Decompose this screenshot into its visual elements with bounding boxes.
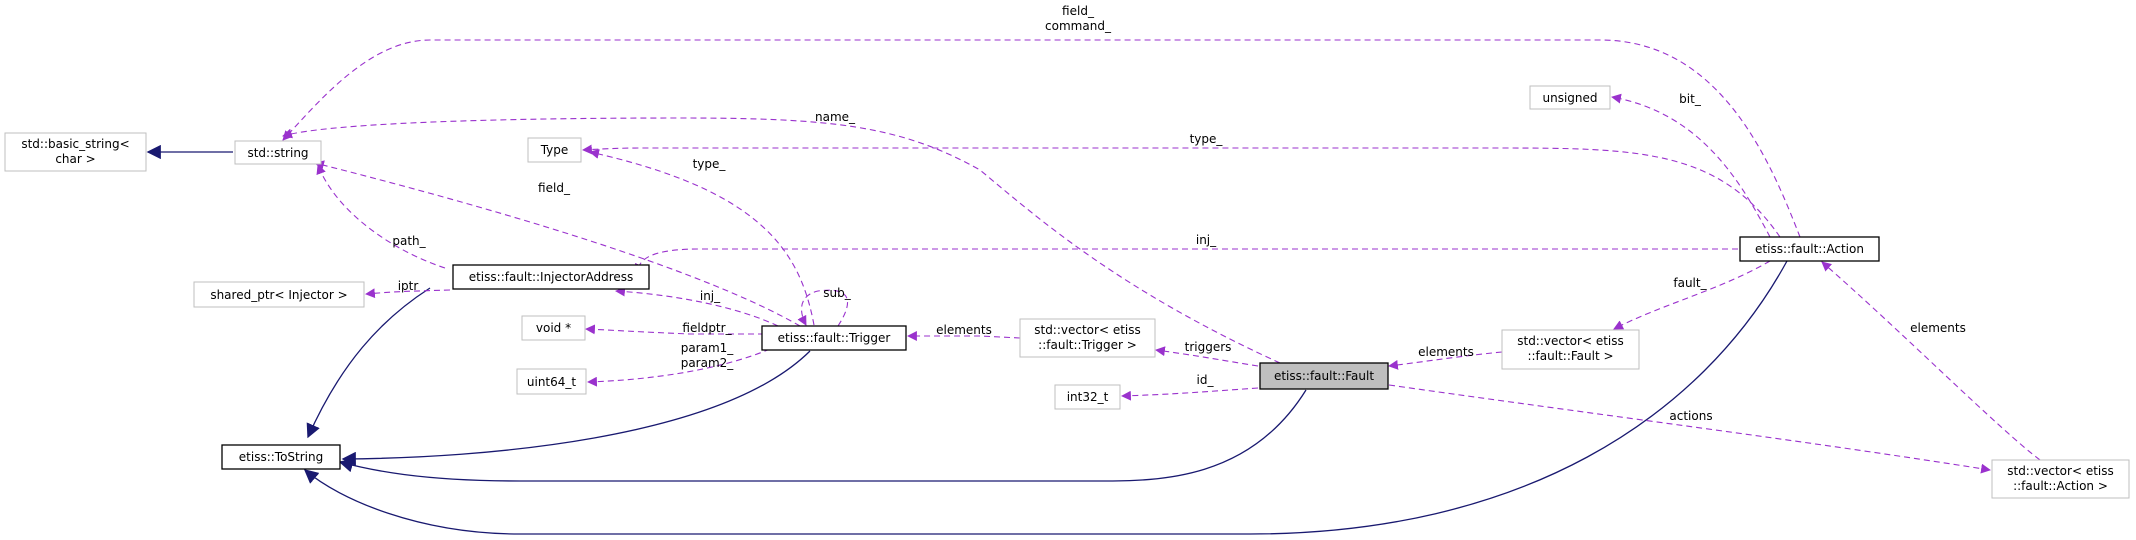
node-injector-address[interactable]: etiss::fault::InjectorAddress xyxy=(452,264,650,290)
node-shared-ptr[interactable]: shared_ptr< Injector > xyxy=(193,281,365,308)
edge-label-command: command_ xyxy=(1045,19,1112,33)
edge-fault-actions xyxy=(1388,384,1991,474)
edge-label-field-trigger: field_ xyxy=(538,181,571,195)
edge-label-name: name_ xyxy=(815,110,856,124)
node-trigger-label: etiss::fault::Trigger xyxy=(778,331,891,345)
node-uint64-label: uint64_t xyxy=(527,375,577,389)
node-uint64[interactable]: uint64_t xyxy=(516,368,587,395)
node-basic-string-label-2: char > xyxy=(55,152,95,166)
edge-label-elements-fault: elements xyxy=(1418,345,1474,359)
edge-label-fault: fault_ xyxy=(1673,276,1707,290)
node-void-ptr-label: void * xyxy=(536,321,571,335)
node-type[interactable]: Type xyxy=(527,137,582,163)
edge-action-fault xyxy=(1613,260,1771,330)
node-unsigned[interactable]: unsigned xyxy=(1529,85,1611,110)
edge-label-id: id_ xyxy=(1197,373,1215,387)
node-injector-address-label: etiss::fault::InjectorAddress xyxy=(469,270,634,284)
node-vector-action-label-2: ::fault::Action > xyxy=(2013,479,2108,493)
node-std-string[interactable]: std::string xyxy=(234,140,322,165)
edge-label-iptr: iptr xyxy=(398,279,419,293)
edge-vector-trigger-elements xyxy=(907,331,1021,341)
edge-injectoraddress-path xyxy=(316,164,446,269)
node-unsigned-label: unsigned xyxy=(1542,91,1597,105)
edge-injectoraddress-iptr xyxy=(365,288,451,299)
edge-label-inj-action: inj_ xyxy=(1196,233,1217,247)
node-vector-trigger-label-1: std::vector< etiss xyxy=(1034,323,1141,337)
edge-label-elements-action: elements xyxy=(1910,321,1966,335)
node-vector-fault[interactable]: std::vector< etiss ::fault::Fault > xyxy=(1501,329,1640,370)
node-vector-trigger-label-2: ::fault::Trigger > xyxy=(1038,338,1137,352)
edge-fault-name xyxy=(282,117,1281,364)
node-fault-label: etiss::fault::Fault xyxy=(1274,369,1374,383)
edge-label-field: field_ xyxy=(1062,4,1095,18)
inherit-action-to-tostring xyxy=(303,260,1788,535)
node-vector-fault-label-1: std::vector< etiss xyxy=(1517,334,1624,348)
node-std-string-label: std::string xyxy=(247,146,308,160)
node-int32-label: int32_t xyxy=(1067,390,1109,404)
edge-label-path: path_ xyxy=(392,234,426,248)
edge-label-type-trigger: type_ xyxy=(693,157,727,171)
node-vector-fault-label-2: ::fault::Fault > xyxy=(1527,349,1613,363)
edge-label-inj-trigger: inj_ xyxy=(700,289,721,303)
edge-fault-id xyxy=(1121,387,1259,401)
node-int32[interactable]: int32_t xyxy=(1054,384,1121,410)
node-action[interactable]: etiss::fault::Action xyxy=(1739,236,1880,262)
edge-action-bit xyxy=(1611,93,1771,238)
node-vector-trigger[interactable]: std::vector< etiss ::fault::Trigger > xyxy=(1019,318,1156,358)
edge-action-field-command xyxy=(282,39,1801,238)
node-action-label: etiss::fault::Action xyxy=(1755,242,1864,256)
edge-label-sub: sub_ xyxy=(823,286,851,300)
edge-label-param2: param2_ xyxy=(681,356,735,370)
inherit-fault-to-tostring xyxy=(338,389,1307,482)
inherit-injectoraddress-to-tostring xyxy=(306,287,431,439)
edge-action-inj xyxy=(635,248,1738,274)
node-basic-string-label-1: std::basic_string< xyxy=(21,137,129,151)
edge-label-type-action: type_ xyxy=(1190,132,1224,146)
edge-label-elements-trigger: elements xyxy=(936,323,992,337)
edge-trigger-param xyxy=(587,348,771,387)
node-void-ptr[interactable]: void * xyxy=(521,315,586,341)
edge-label-param1: param1_ xyxy=(681,341,735,355)
inherit-trigger-to-tostring xyxy=(341,350,811,467)
node-trigger[interactable]: etiss::fault::Trigger xyxy=(761,325,907,351)
node-tostring[interactable]: etiss::ToString xyxy=(221,444,341,470)
node-basic-string[interactable]: std::basic_string< char > xyxy=(4,132,147,172)
edge-label-triggers: triggers xyxy=(1185,340,1232,354)
edge-label-fieldptr: fieldptr_ xyxy=(682,321,732,335)
edge-fault-triggers xyxy=(1155,346,1259,367)
node-vector-action-label-1: std::vector< etiss xyxy=(2007,464,2114,478)
node-tostring-label: etiss::ToString xyxy=(239,450,323,464)
node-fault[interactable]: etiss::fault::Fault xyxy=(1259,362,1389,390)
edge-vector-fault-elements xyxy=(1388,351,1503,370)
edge-label-actions: actions xyxy=(1669,409,1712,423)
edge-action-type xyxy=(582,144,1781,238)
edge-vector-action-elements xyxy=(1821,261,2041,461)
node-type-label: Type xyxy=(540,143,569,157)
edge-trigger-sub xyxy=(797,289,849,327)
node-vector-action[interactable]: std::vector< etiss ::fault::Action > xyxy=(1991,459,2130,499)
edge-trigger-type xyxy=(589,149,815,326)
edge-trigger-inj xyxy=(615,286,779,327)
edge-trigger-field xyxy=(314,160,801,327)
edge-label-bit: bit_ xyxy=(1679,92,1702,106)
node-shared-ptr-label: shared_ptr< Injector > xyxy=(210,288,347,302)
edge-trigger-fieldptr xyxy=(585,324,764,335)
